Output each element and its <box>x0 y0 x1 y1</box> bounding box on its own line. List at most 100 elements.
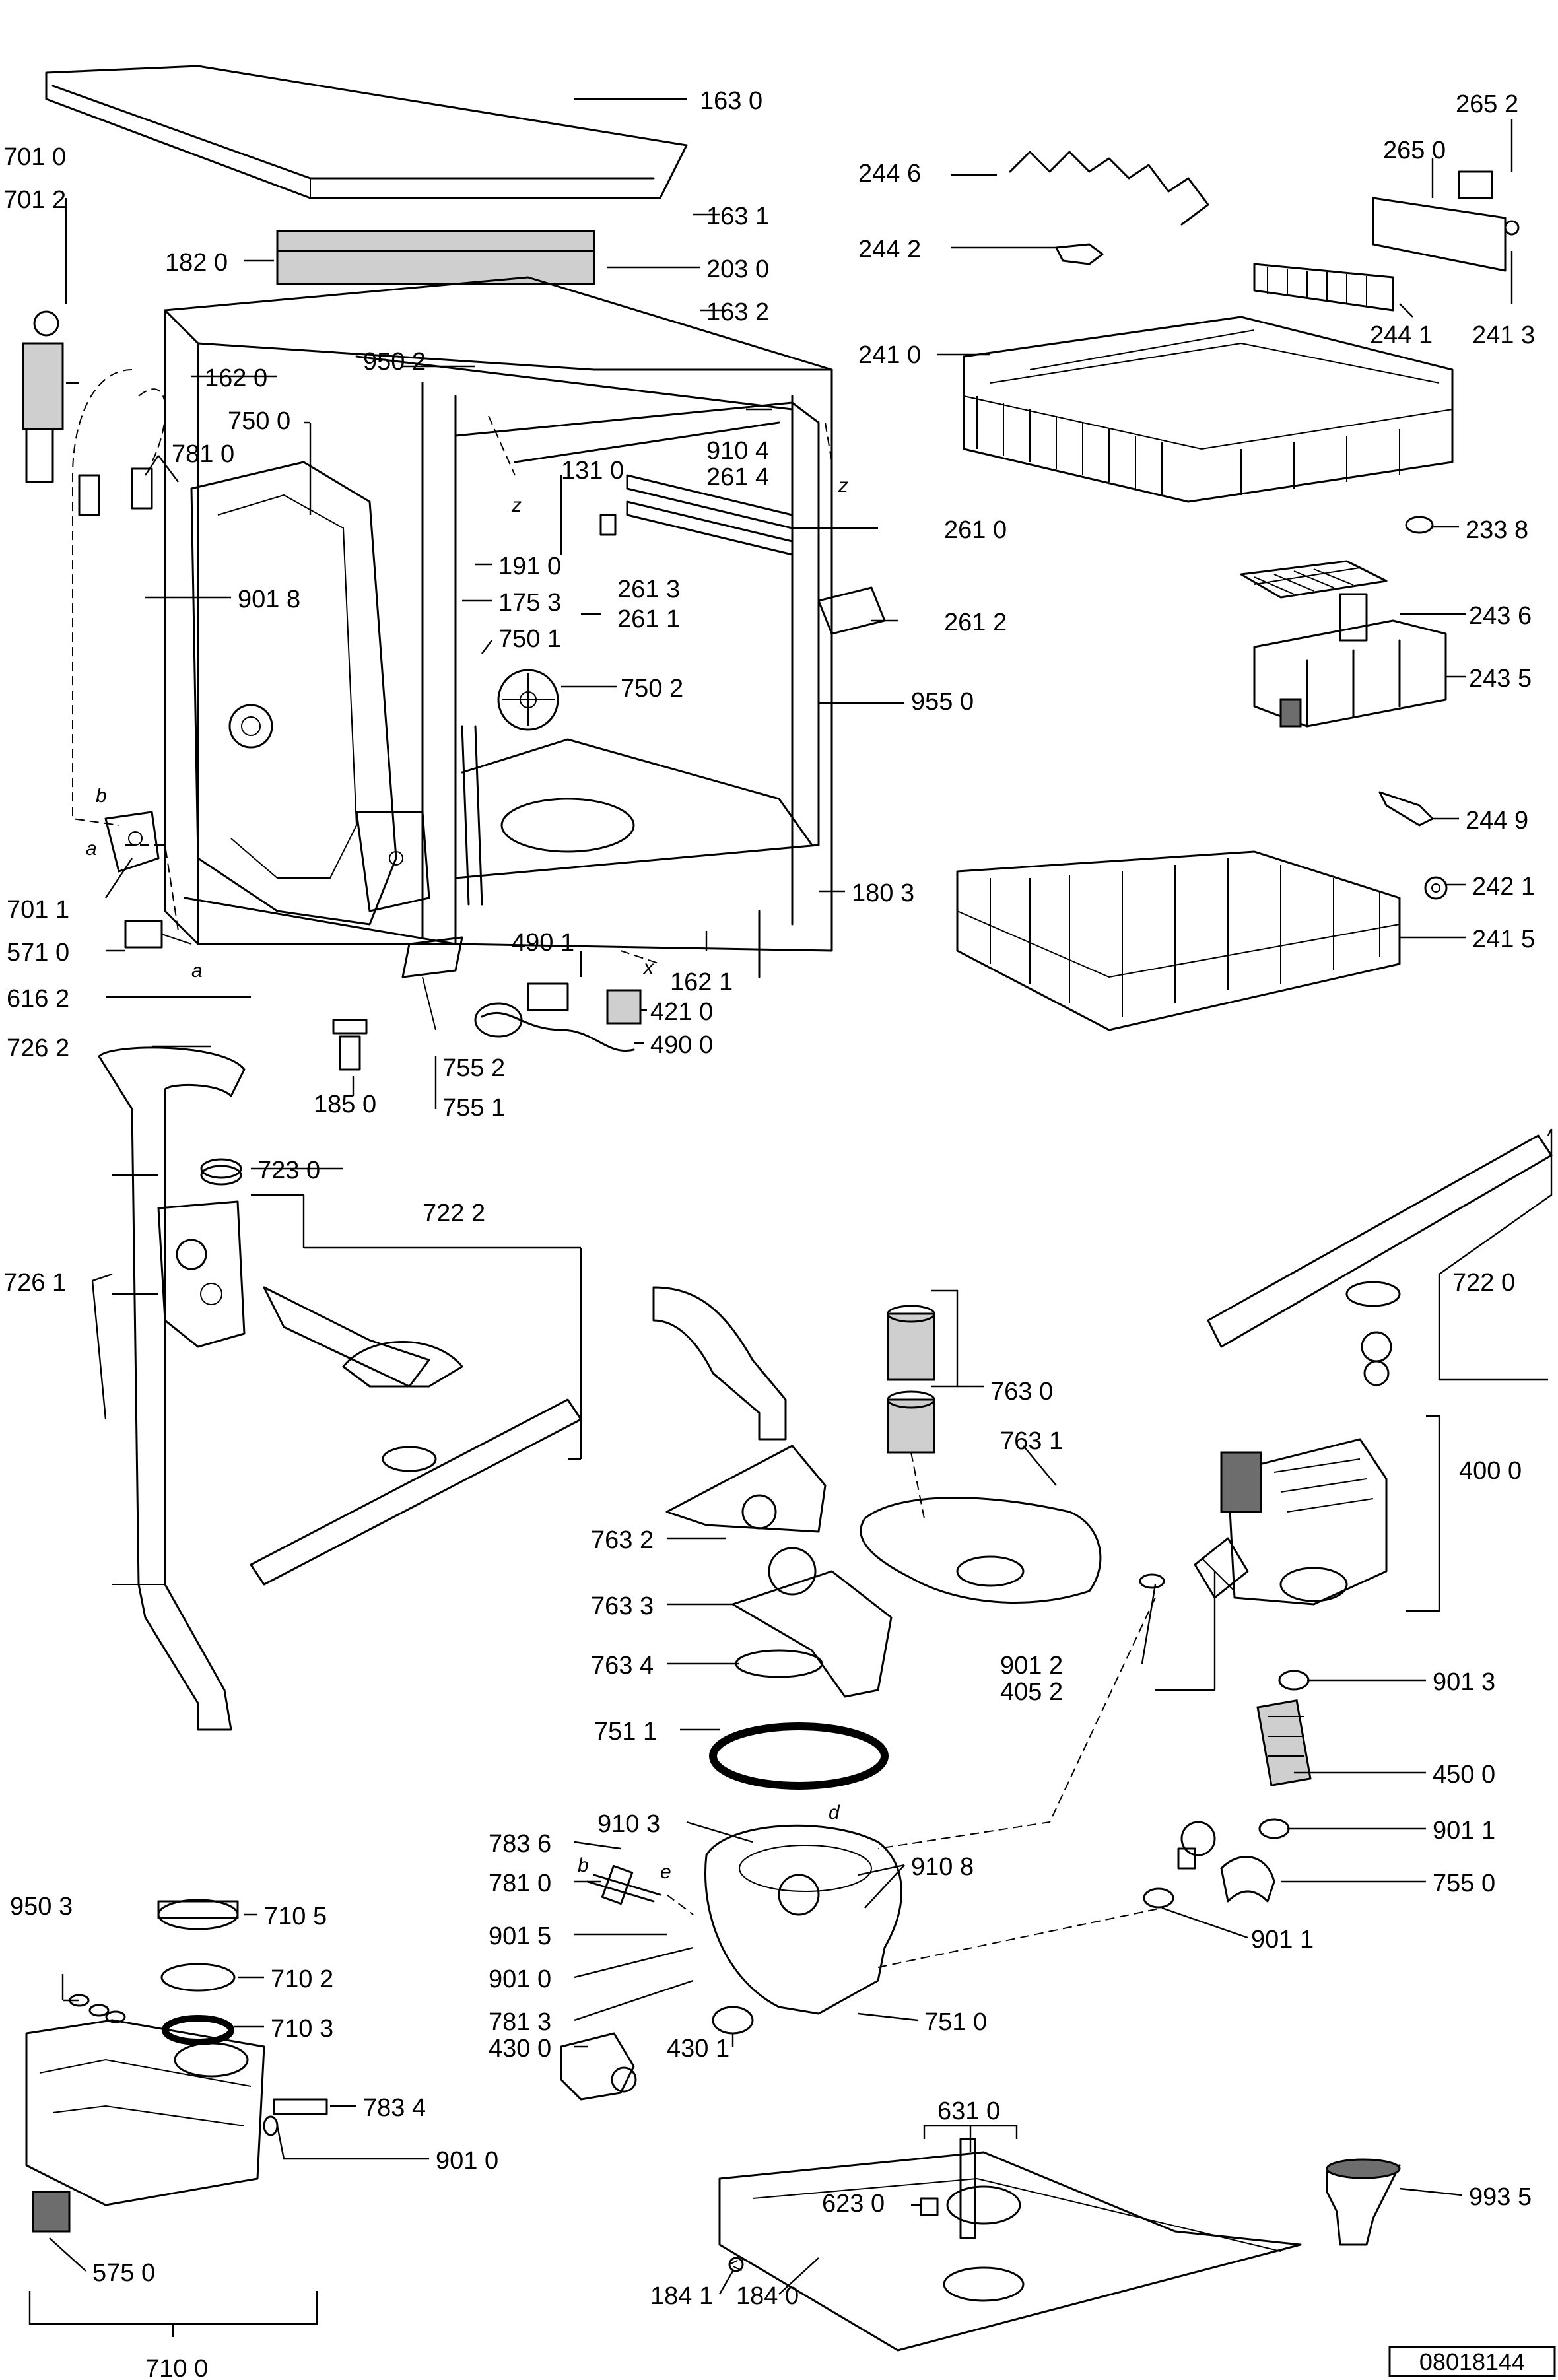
lower-basket-wheel <box>1424 876 1448 900</box>
part-label: 723 0 <box>257 1157 320 1184</box>
drawing-number: 08018144 <box>1419 2348 1525 2375</box>
part-label: 430 0 <box>489 2035 551 2062</box>
part-label: 261 4 <box>706 463 769 491</box>
part-label: 755 0 <box>1433 1870 1495 1897</box>
part-label: 763 2 <box>591 1526 654 1554</box>
sump-gasket <box>709 1722 889 1790</box>
letter-marker: b <box>578 1854 589 1876</box>
part-label: 405 2 <box>1000 1678 1063 1706</box>
upper-spray-arm <box>250 1398 582 1586</box>
letter-marker: x <box>642 957 654 978</box>
funnel <box>1326 2158 1401 2246</box>
part-label: 575 0 <box>92 2259 155 2287</box>
part-label: 430 1 <box>667 2035 729 2062</box>
part-label: 701 0 <box>3 143 66 171</box>
part-label: 175 3 <box>498 589 561 617</box>
part-label: 726 2 <box>7 1035 69 1062</box>
basket-stop <box>1055 243 1104 265</box>
part-label: 750 2 <box>621 675 683 702</box>
part-label: 490 1 <box>512 929 574 957</box>
letter-marker: a <box>86 838 97 860</box>
wash-duct <box>98 1046 246 1731</box>
hose-clamp <box>1139 1573 1310 1909</box>
part-label: 261 3 <box>617 576 680 603</box>
part-label: 241 3 <box>1472 322 1535 349</box>
part-label: 631 0 <box>937 2097 1000 2125</box>
part-label: 265 2 <box>1456 90 1518 118</box>
upper-basket-cup-shelf <box>1253 263 1394 312</box>
part-label: 571 0 <box>7 939 69 967</box>
letter-marker: e <box>660 1861 671 1883</box>
part-label: 722 0 <box>1452 1269 1515 1297</box>
part-label: 750 1 <box>498 625 561 653</box>
worktop-lid <box>45 65 688 199</box>
part-label: 910 4 <box>706 437 769 465</box>
cutlery-basket <box>1253 593 1447 728</box>
rail-end-bracket <box>1372 170 1520 272</box>
upper-water-diverter <box>157 1200 246 1348</box>
spray-arm-nut <box>200 1158 242 1186</box>
pump-connector-hose <box>1194 1537 1249 1599</box>
upper-insulation-pad <box>276 230 595 285</box>
letter-marker: a <box>191 960 203 982</box>
door-hinge-plate <box>355 811 430 912</box>
part-label: 781 0 <box>172 440 234 468</box>
part-labels: 163 0 163 1 182 0 203 0 163 2 162 0 950 … <box>3 87 1535 2380</box>
part-label: 783 4 <box>363 2094 426 2122</box>
drawing-number-box: 08018144 <box>1388 2346 1556 2377</box>
part-label: 242 1 <box>1472 873 1535 901</box>
part-label: 726 1 <box>3 1269 66 1297</box>
letter-marker: z <box>838 475 848 496</box>
filter-support-plate <box>665 1445 893 1698</box>
part-label: 781 3 <box>489 2008 551 2036</box>
part-label: 184 1 <box>650 2282 713 2310</box>
part-label: 763 4 <box>591 1652 654 1680</box>
part-label: 163 1 <box>706 203 769 230</box>
part-label: 751 1 <box>594 1718 657 1746</box>
part-label: 203 0 <box>706 255 769 283</box>
letter-marker: d <box>829 1802 840 1823</box>
part-label: 244 9 <box>1466 807 1528 834</box>
part-label: 261 0 <box>944 516 1007 544</box>
filter-cartridge <box>887 1305 935 1454</box>
lower-spray-arm <box>1207 1134 1553 1386</box>
inlet-hose-assembly <box>22 310 166 826</box>
wire-clip-spring <box>1009 151 1209 226</box>
float-switch <box>124 920 192 949</box>
softener-gaskets <box>69 1994 126 2023</box>
cabinet-frame <box>164 276 833 978</box>
part-label: 901 0 <box>489 1965 551 1993</box>
water-softener <box>25 2019 265 2206</box>
pump-seal <box>712 2006 754 2035</box>
part-label: 241 0 <box>858 341 921 369</box>
part-label: 763 3 <box>591 1592 654 1620</box>
part-label: 901 1 <box>1251 1926 1314 1954</box>
part-label: 710 2 <box>271 1965 333 1993</box>
softener-cap <box>157 1899 239 2045</box>
connecting-hose <box>1256 1699 1312 1787</box>
cabinet-foot <box>332 1019 368 1071</box>
part-label: 184 0 <box>736 2282 799 2310</box>
drain-pump <box>560 2032 637 2101</box>
part-label: 265 0 <box>1383 137 1446 164</box>
part-label: 783 6 <box>489 1830 551 1858</box>
part-label: 901 8 <box>238 586 300 613</box>
part-label: 180 3 <box>852 879 914 907</box>
spray-arm-hub <box>497 669 559 731</box>
part-label: 955 0 <box>911 688 974 716</box>
spray-arm-mount <box>263 1286 463 1388</box>
sump-housing <box>704 1824 902 2015</box>
drain-pump-small <box>1177 1821 1216 1870</box>
part-label: 722 2 <box>423 1200 485 1227</box>
door-seal <box>461 725 483 906</box>
heater-element <box>586 1864 661 1905</box>
part-label: 616 2 <box>7 985 69 1013</box>
softener-hose-connector <box>263 2098 328 2136</box>
part-label: 901 5 <box>489 1922 551 1950</box>
part-label: 243 5 <box>1469 665 1532 693</box>
part-label: 162 1 <box>670 969 733 996</box>
part-label: 763 1 <box>1000 1427 1063 1455</box>
part-label: 755 2 <box>442 1054 505 1082</box>
part-label: 490 0 <box>650 1031 713 1059</box>
